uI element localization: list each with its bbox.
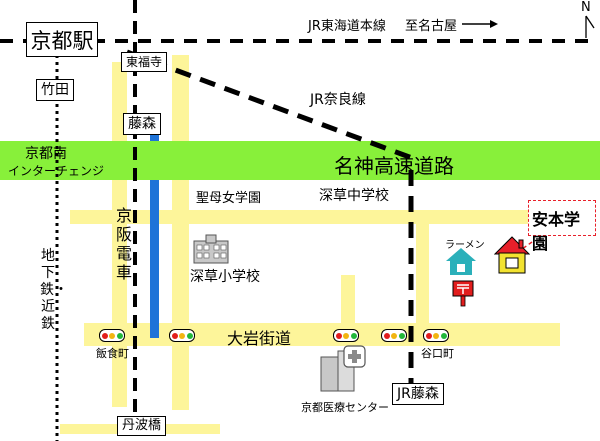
traffic-signal-icon bbox=[381, 329, 407, 342]
traffic-signal-icon bbox=[423, 329, 449, 342]
jr-nara-label: JR奈良線 bbox=[310, 92, 366, 108]
keihan-railway-line bbox=[150, 126, 159, 338]
taniguchicho-label: 谷口町 bbox=[421, 347, 454, 360]
north-label: N bbox=[581, 0, 591, 15]
fujinomori-station: 藤森 bbox=[123, 113, 161, 135]
jr-nara-line-diagonal bbox=[126, 49, 413, 161]
arrow-head bbox=[490, 20, 498, 28]
higashi-fukuji-station: 東福寺 bbox=[121, 52, 168, 72]
subway-kintetsu-label: 地下鉄・近鉄 bbox=[40, 248, 68, 332]
yasumoto-box: 安本学園 bbox=[528, 200, 596, 253]
takeda-station: 竹田 bbox=[36, 79, 74, 101]
fukakusa-jhs-label: 深草中学校 bbox=[319, 188, 389, 204]
to-nagoya-label: 至名古屋 bbox=[405, 19, 458, 34]
medical-center-label: 京都医療センター bbox=[301, 401, 389, 414]
house-icon bbox=[493, 235, 531, 275]
road-right-vertical bbox=[416, 224, 429, 326]
kyoto-minami-ic-sublabel: インターチェンジ bbox=[8, 164, 105, 178]
post-office-icon bbox=[451, 279, 475, 307]
daigan-kaido-label: 大岩街道 bbox=[227, 329, 292, 348]
keihan-label: 京阪電車 bbox=[116, 206, 133, 282]
meishin-label: 名神高速道路 bbox=[334, 154, 454, 178]
fukakusa-es-label: 深草小学校 bbox=[190, 269, 260, 285]
meishin-expressway bbox=[0, 141, 600, 180]
road-upper-horizontal bbox=[70, 210, 540, 224]
seibo-label: 聖母女学園 bbox=[196, 191, 262, 206]
traffic-signal-icon bbox=[99, 329, 125, 342]
road-medical-vertical bbox=[341, 275, 355, 325]
north-arrow-icon: N bbox=[575, 0, 597, 40]
jr-fujinomori-station: JR藤森 bbox=[392, 383, 444, 405]
traffic-signal-icon bbox=[169, 329, 195, 342]
hospital-icon bbox=[318, 345, 368, 393]
traffic-signal-icon bbox=[333, 329, 359, 342]
jikijikimachi-label: 飯食町 bbox=[96, 347, 129, 360]
ramen-label: ラーメン bbox=[445, 240, 485, 251]
school-building-icon bbox=[192, 233, 236, 265]
jr-tokaido-label: JR東海道本線 bbox=[308, 19, 386, 34]
ramen-shop-icon bbox=[444, 246, 478, 276]
kyoto-station-label: 京都駅 bbox=[30, 28, 94, 53]
kyoto-station-box: 京都駅 bbox=[26, 22, 98, 57]
yasumoto-label: 安本学園 bbox=[532, 210, 581, 253]
tanbabashi-station: 丹波橋 bbox=[117, 416, 167, 436]
kyoto-minami-ic-label: 京都南 bbox=[25, 146, 67, 162]
